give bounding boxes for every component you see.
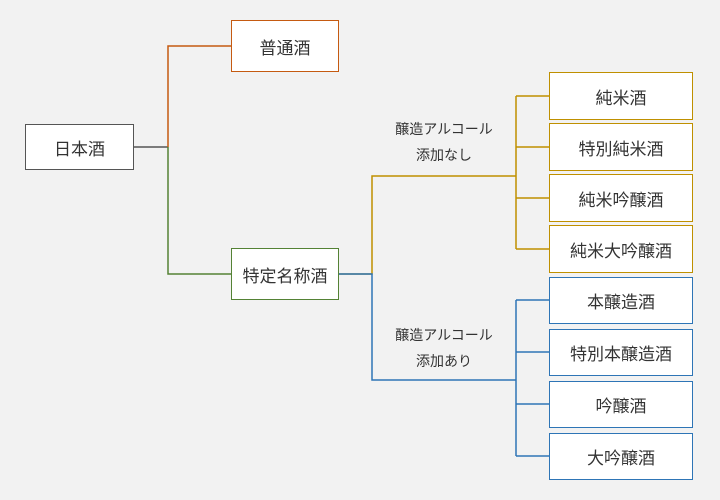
node-junmai-daiginjoshu: 純米大吟醸酒: [549, 225, 693, 273]
connector-no-alcohol: [339, 175, 516, 275]
node-daiginjoshu: 大吟醸酒: [549, 433, 693, 480]
label-line: 醸造アルコール: [395, 328, 493, 344]
node-nihonshu: 日本酒: [25, 124, 134, 170]
label-alcohol-added: 醸造アルコール 添加あり: [376, 323, 512, 375]
connector-tokutei: [167, 147, 231, 275]
label-line: 醸造アルコール: [395, 122, 493, 138]
node-tokubetsu-junmaishu: 特別純米酒: [549, 123, 693, 171]
connector-with-alcohol: [339, 273, 516, 381]
node-junmaishu: 純米酒: [549, 72, 693, 120]
label-line: 添加なし: [416, 148, 472, 164]
connector-futsushu: [167, 45, 231, 147]
node-tokutei-meishoshu: 特定名称酒: [231, 248, 339, 300]
label-line: 添加あり: [416, 354, 472, 370]
node-junmai-ginjoshu: 純米吟醸酒: [549, 174, 693, 222]
node-ginjoshu: 吟醸酒: [549, 381, 693, 428]
node-futsushu: 普通酒: [231, 20, 339, 72]
node-honjozoshu: 本醸造酒: [549, 277, 693, 324]
node-tokubetsu-honjozoshu: 特別本醸造酒: [549, 329, 693, 376]
label-no-alcohol-added: 醸造アルコール 添加なし: [376, 117, 512, 169]
